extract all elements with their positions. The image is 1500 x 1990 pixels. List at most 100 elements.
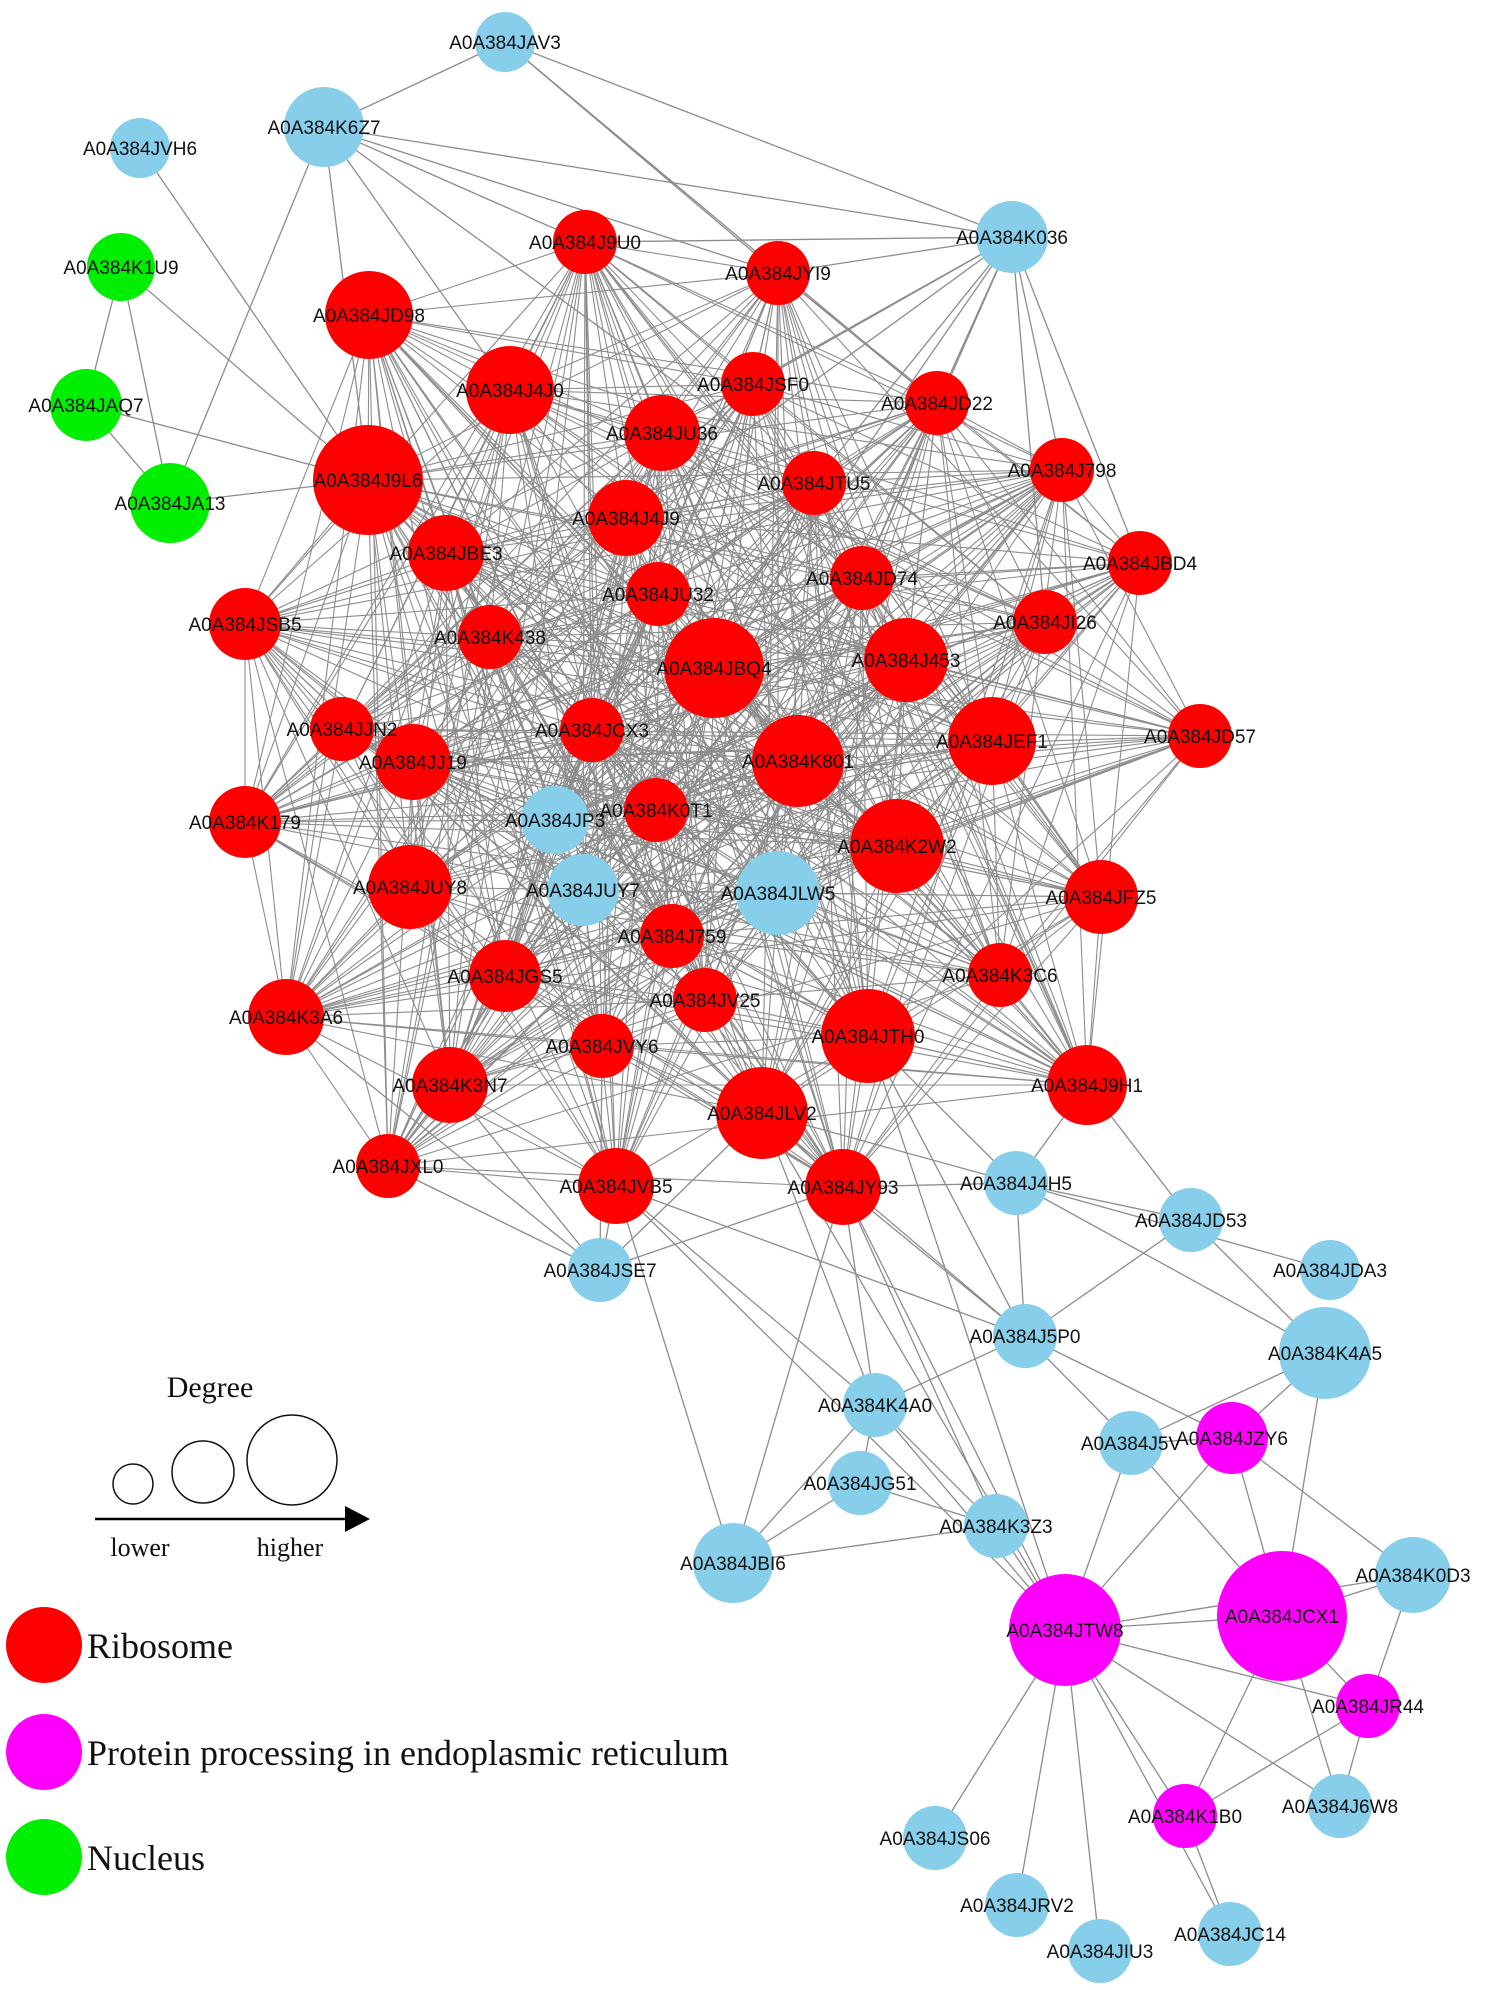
edge xyxy=(367,479,389,1167)
node-a0a384jxl0 xyxy=(356,1134,420,1198)
node-a0a384j9u0 xyxy=(553,210,617,274)
edge xyxy=(504,975,844,1188)
node-label: A0A384JAQ7 xyxy=(28,396,143,417)
edge xyxy=(777,892,1102,898)
node-a0a384k4a5 xyxy=(1279,1307,1371,1399)
edge xyxy=(1184,1705,1369,1817)
edge xyxy=(449,1084,601,1271)
node-label: A0A384K1B0 xyxy=(1128,1807,1242,1828)
node-label: A0A384JVH6 xyxy=(83,139,197,160)
node-label: A0A384K3C6 xyxy=(942,966,1057,987)
edge xyxy=(445,432,663,554)
edge xyxy=(412,760,799,763)
edge xyxy=(1011,236,1141,564)
edge xyxy=(999,562,1141,976)
node-label: A0A384JLW5 xyxy=(721,884,836,905)
edge xyxy=(655,809,706,1001)
node-a0a384k0t1 xyxy=(624,778,688,842)
edge xyxy=(777,735,1201,894)
edge xyxy=(661,432,799,762)
node-label: A0A384JG51 xyxy=(803,1474,916,1495)
edge xyxy=(244,469,1063,625)
edge xyxy=(1061,469,1102,898)
node-a0a384jda3 xyxy=(1300,1240,1360,1300)
edge xyxy=(244,389,511,823)
edge xyxy=(752,383,1141,564)
edge xyxy=(244,623,799,762)
edge xyxy=(905,659,1201,737)
edge xyxy=(591,729,673,937)
node-a0a384jsb5 xyxy=(209,588,281,660)
edge xyxy=(842,1186,997,1527)
edge xyxy=(671,402,938,937)
edge xyxy=(752,383,869,1037)
edge xyxy=(244,623,491,638)
edge xyxy=(671,621,1046,937)
edge xyxy=(591,729,1001,976)
edge xyxy=(752,383,1063,471)
edge xyxy=(504,41,1013,238)
edge xyxy=(797,469,1063,762)
node-a0a384jr44 xyxy=(1336,1674,1400,1738)
edge xyxy=(244,241,586,625)
edge xyxy=(761,845,898,1114)
edge xyxy=(671,469,1063,937)
node-a0a384j6w8 xyxy=(1308,1774,1372,1838)
edge xyxy=(504,975,1088,1086)
node-label: A0A384JA13 xyxy=(115,494,226,515)
edge xyxy=(582,845,898,891)
edge xyxy=(867,1035,1026,1337)
edge xyxy=(368,272,779,316)
node-a0a384jy93 xyxy=(805,1149,881,1225)
edge xyxy=(244,479,369,823)
edge xyxy=(285,740,993,1018)
edge xyxy=(323,126,511,391)
node-a0a384jvy6 xyxy=(570,1014,634,1078)
edge xyxy=(244,482,815,823)
node-label: A0A384JCX1 xyxy=(1225,1607,1339,1628)
node-a0a384jth0 xyxy=(821,989,915,1083)
node-a0a384jp3 xyxy=(521,786,589,854)
edge xyxy=(1015,1182,1326,1354)
node-label: A0A384JTW8 xyxy=(1006,1621,1123,1642)
edge xyxy=(341,728,993,742)
node-label: A0A384JD74 xyxy=(806,569,918,590)
edge xyxy=(367,383,754,481)
edge xyxy=(323,126,1013,238)
edge xyxy=(661,432,907,661)
edge xyxy=(591,729,869,1037)
edge xyxy=(813,236,1013,484)
edge xyxy=(584,241,1063,471)
node-a0a384jtw8 xyxy=(1009,1574,1121,1686)
edge xyxy=(285,809,657,1018)
edge xyxy=(554,819,1088,1086)
node-a0a384jyi9 xyxy=(746,241,810,305)
node-label: A0A384JRV2 xyxy=(960,1896,1074,1917)
node-label: A0A384JVY6 xyxy=(545,1037,658,1058)
node-a0a384k3c6 xyxy=(968,943,1032,1007)
edge xyxy=(387,621,1046,1167)
edge xyxy=(244,517,627,823)
edge xyxy=(1061,469,1088,1086)
edge xyxy=(504,593,659,977)
node-label: A0A384K036 xyxy=(956,228,1068,249)
node-label: A0A384JBQ4 xyxy=(656,659,772,680)
edge xyxy=(732,1525,997,1564)
edge xyxy=(341,469,1063,730)
legend-er-label: Protein processing in endoplasmic reticu… xyxy=(87,1733,729,1773)
edge xyxy=(387,761,414,1167)
edge xyxy=(367,272,779,481)
node-a0a384jd98 xyxy=(325,271,413,359)
node-label: A0A384JBE3 xyxy=(389,544,502,565)
node-a0a384jbq4 xyxy=(664,618,764,718)
edge xyxy=(409,886,1001,976)
edge xyxy=(671,935,1001,976)
node-label: A0A384JBI6 xyxy=(680,1554,786,1575)
edge xyxy=(591,729,1102,898)
node-label: A0A384JSF0 xyxy=(697,375,809,396)
node-label: A0A384JJ19 xyxy=(359,753,467,774)
edge xyxy=(285,1016,601,1271)
edge xyxy=(489,469,1063,638)
edge xyxy=(509,389,1102,898)
edge xyxy=(896,562,1141,847)
